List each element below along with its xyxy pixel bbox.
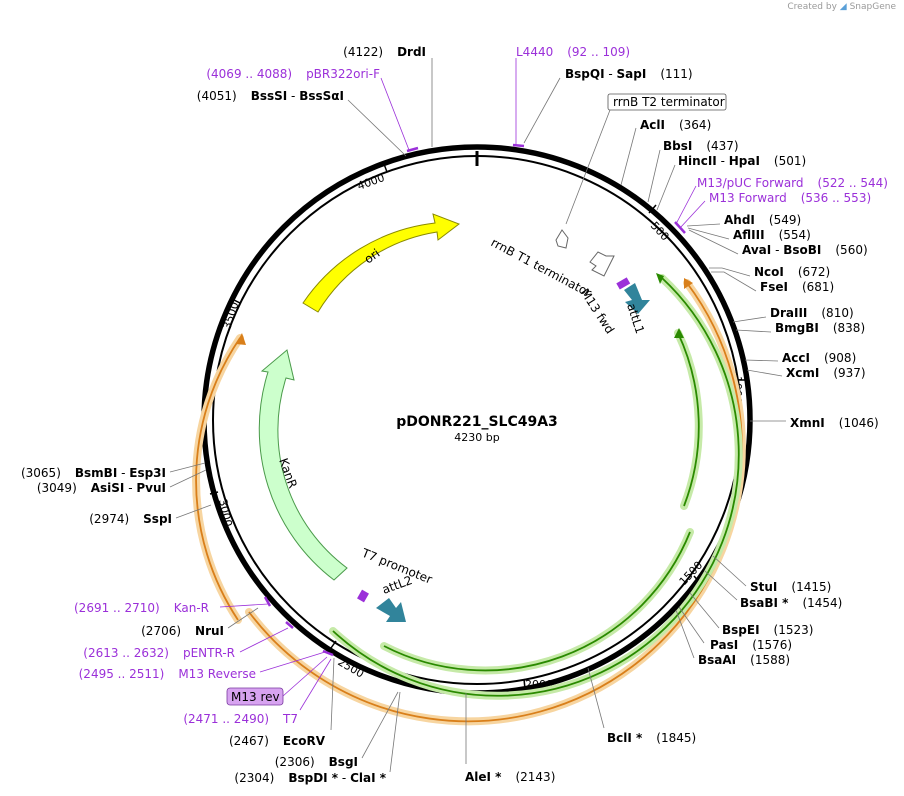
site-bmgbi: BmgBI(838) xyxy=(775,321,865,335)
site-bsaai: BsaAI(1588) xyxy=(698,653,790,667)
tick-label-3000: 3000 xyxy=(216,498,235,528)
rrnb-t2-leader xyxy=(565,109,611,225)
site-bsabi: BsaBI *(1454) xyxy=(740,596,842,610)
site-xcmi: XcmI(937) xyxy=(786,366,866,380)
orf-arcs xyxy=(192,273,746,726)
primer-m13-forward: M13 Forward(536 .. 553) xyxy=(709,191,871,205)
snapgene-credit: Created by ◢ SnapGene xyxy=(787,2,896,12)
site-ncoi: NcoI(672) xyxy=(754,265,830,279)
kanr-feature xyxy=(258,349,348,581)
site-bspei: BspEI(1523) xyxy=(722,623,813,637)
snapgene-logo-icon: ◢ xyxy=(839,2,847,12)
site-nrui: (2706)NruI xyxy=(141,624,224,638)
site-bspdi: (2304)BspDI * - ClaI * xyxy=(234,771,386,785)
tick-label-3500: 3500 xyxy=(220,300,241,331)
site-acci: AccI(908) xyxy=(782,351,856,365)
site-draiii: DraIII(810) xyxy=(770,306,854,320)
rrnb-t2-feature xyxy=(555,229,569,249)
site-ahdi: AhdI(549) xyxy=(724,213,801,227)
site-bsssi: (4051)BssSI - BssSαI xyxy=(197,89,344,103)
rrnb-t2-label: rrnB T2 terminator xyxy=(613,95,725,109)
plasmid-name: pDONR221_SLC49A3 xyxy=(396,414,558,430)
rrnb-t1-label: rrnB T1 terminator xyxy=(489,235,594,300)
site-avai: AvaI - BsoBI(560) xyxy=(742,243,868,257)
right-site-labels: BspQI - SapI(111) AclI(364) BbsI(437) Hi… xyxy=(465,67,879,784)
site-bspqi: BspQI - SapI(111) xyxy=(565,67,693,81)
plasmid-size: 4230 bp xyxy=(454,431,499,444)
rrnb-t1-feature xyxy=(589,251,615,277)
m13rev-box xyxy=(226,687,284,706)
primer-labels: L4440(92 .. 109) (4069 .. 4088)pBR322ori… xyxy=(74,45,888,726)
primer-t7: (2471 .. 2490)T7 xyxy=(183,712,298,726)
site-ecorv: (2467)EcoRV xyxy=(229,734,326,748)
primer-pbr322ori-f: (4069 .. 4088)pBR322ori-F xyxy=(206,67,380,81)
site-pasi: PasI(1576) xyxy=(710,638,792,652)
attl1-feature xyxy=(624,283,650,314)
attl2-feature xyxy=(376,598,406,622)
primer-l4440: L4440(92 .. 109) xyxy=(516,45,630,59)
site-alei: AleI *(2143) xyxy=(465,770,555,784)
site-bsgi: (2306)BsgI xyxy=(275,755,358,769)
site-stui: StuI(1415) xyxy=(750,580,831,594)
primer-m13-reverse: (2495 .. 2511)M13 Reverse xyxy=(79,667,256,681)
tick-marks xyxy=(209,163,746,690)
site-asisi: (3049)AsiSI - PvuI xyxy=(37,481,166,495)
site-bsmbi: (3065)BsmBI - Esp3I xyxy=(21,466,166,480)
primer-kan-r: (2691 .. 2710)Kan-R xyxy=(74,601,209,615)
site-hincii: HincII - HpaI(501) xyxy=(678,154,806,168)
attl2-primer-mark xyxy=(357,589,369,603)
rrnb-t2-box xyxy=(607,93,727,111)
m13rev-label: M13 rev xyxy=(231,690,280,704)
site-fsei: FseI(681) xyxy=(760,280,834,294)
site-afliii: AflIII(554) xyxy=(733,228,811,242)
site-xmni: XmnI(1046) xyxy=(790,416,879,430)
left-site-labels: (4122)DrdI (4051)BssSI - BssSαI (3065)Bs… xyxy=(21,45,433,785)
attl1-primer-mark xyxy=(616,277,631,290)
site-acli: AclI(364) xyxy=(640,118,711,132)
site-bbsi: BbsI(437) xyxy=(663,139,739,153)
site-sspi: (2974)SspI xyxy=(89,512,172,526)
ori-feature xyxy=(302,213,461,313)
site-drdi: (4122)DrdI xyxy=(343,45,426,59)
primer-m13-puc-forward: M13/pUC Forward(522 .. 544) xyxy=(697,176,888,190)
primer-pentr-r: (2613 .. 2632)pENTR-R xyxy=(83,646,235,660)
site-bcli: BclI *(1845) xyxy=(607,731,696,745)
